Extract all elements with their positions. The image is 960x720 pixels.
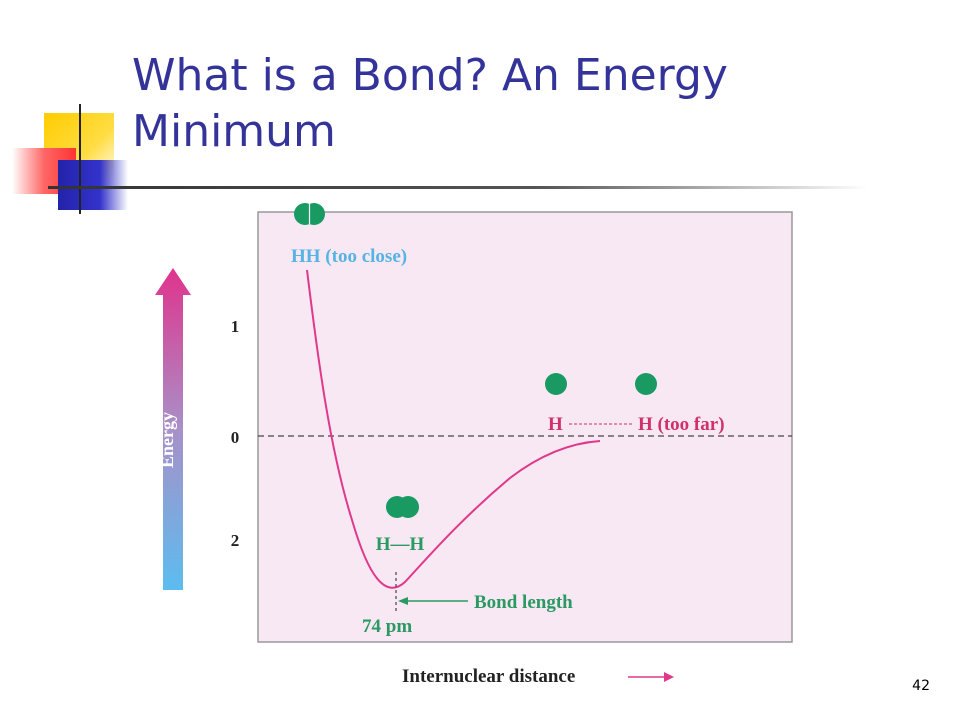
label-too-far-h1: H	[548, 414, 563, 435]
y-tick-label: 1	[231, 317, 240, 336]
y-tick-label: 0	[231, 428, 240, 447]
slide-title: What is a Bond? An Energy Minimum	[132, 50, 728, 157]
arrowhead-left-icon	[398, 597, 408, 605]
hydrogen-atom-icon	[303, 203, 325, 225]
label-bond-length: Bond length	[474, 592, 573, 613]
hydrogen-atom-icon	[545, 373, 567, 395]
label-bonded: H—H	[376, 534, 425, 555]
x-axis-label: Internuclear distance	[402, 666, 575, 687]
hydrogen-atom-icon	[635, 373, 657, 395]
label-distance: 74 pm	[362, 616, 412, 637]
energy-arrow	[155, 268, 191, 590]
energy-axis-label: Energy	[157, 412, 177, 468]
title-underline	[48, 186, 868, 189]
y-tick-label: 2	[231, 531, 240, 550]
label-too-close: HH (too close)	[291, 246, 407, 267]
label-too-far-h2: H (too far)	[638, 414, 725, 435]
arrowhead-right-icon	[664, 672, 674, 682]
decorative-vertical-line	[79, 104, 81, 214]
decorative-blue-square	[58, 160, 128, 210]
page-number: 42	[912, 678, 930, 694]
plot-panel	[257, 211, 793, 643]
potential-energy-curve	[306, 269, 601, 589]
hydrogen-atom-icon	[397, 496, 419, 518]
